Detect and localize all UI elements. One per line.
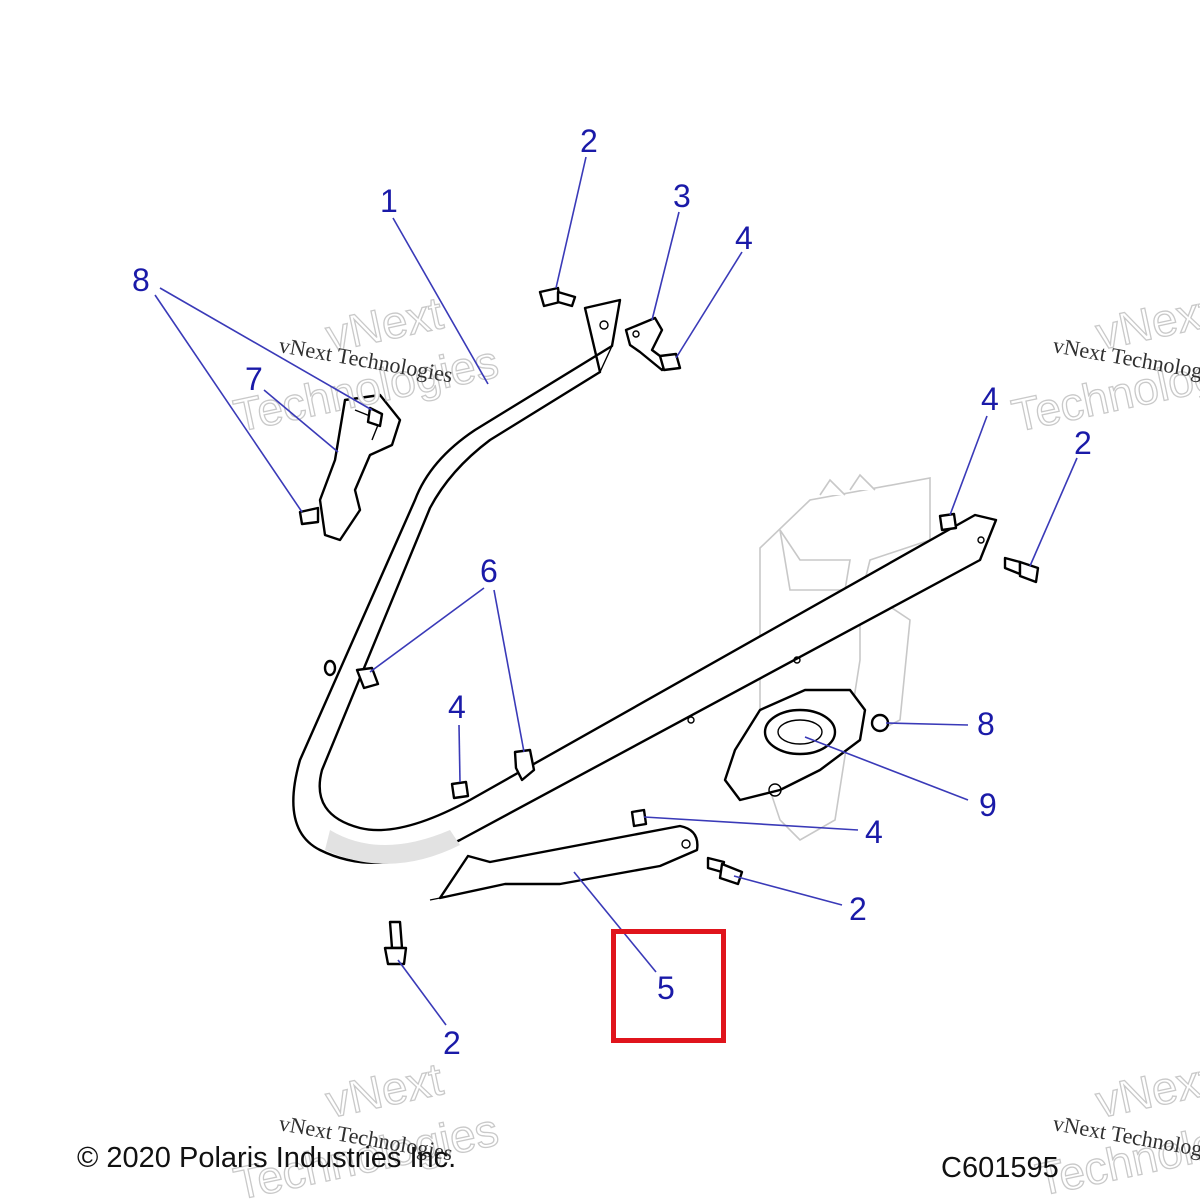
leader-lines xyxy=(154,156,1078,1026)
main-tube-frame xyxy=(292,298,998,864)
bolt-top xyxy=(538,286,577,308)
callout-2-right: 2 xyxy=(1074,425,1092,461)
nuts xyxy=(450,352,958,828)
bolt-lower-right xyxy=(706,856,744,886)
watermark-br-vnext: vNext xyxy=(1091,1052,1200,1127)
watermark-bottom: Technologies vNext vNext Technologies xyxy=(229,1052,504,1200)
callout-8-right: 8 xyxy=(977,706,995,742)
callout-4-middle: 4 xyxy=(448,689,466,725)
push-pins xyxy=(355,666,536,782)
callout-5: 5 xyxy=(657,970,675,1006)
callout-4-lower: 4 xyxy=(865,814,883,850)
callout-3: 3 xyxy=(673,178,691,214)
callout-2-top: 2 xyxy=(580,123,598,159)
callout-1: 1 xyxy=(380,183,398,219)
callout-2-bottom: 2 xyxy=(443,1025,461,1061)
bolt-bottom xyxy=(383,920,408,966)
callout-4-right: 4 xyxy=(981,381,999,417)
mounting-plate-9 xyxy=(723,688,867,802)
callout-7: 7 xyxy=(245,361,263,397)
bracket-7 xyxy=(298,393,402,542)
bolt-right xyxy=(1003,556,1040,584)
callout-labels: 1 2 3 4 8 7 4 2 6 4 8 9 4 2 5 2 xyxy=(132,123,1092,1061)
lower-brace xyxy=(429,824,699,901)
callout-4-top: 4 xyxy=(735,220,753,256)
highlight-box xyxy=(611,929,726,1043)
copyright-text: © 2020 Polaris Industries Inc. xyxy=(77,1142,457,1174)
callout-2-lower: 2 xyxy=(849,891,867,927)
callout-6: 6 xyxy=(480,553,498,589)
callout-9: 9 xyxy=(979,787,997,823)
callout-8-left: 8 xyxy=(132,262,150,298)
drawing-id: C601595 xyxy=(941,1152,1059,1184)
watermark-right: Technologies vNext vNext Technologies xyxy=(1007,284,1200,443)
